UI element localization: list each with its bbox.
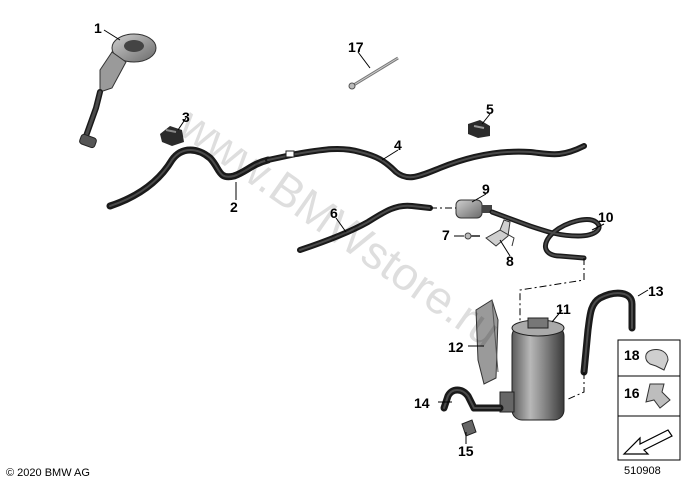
part-9-valve — [430, 199, 492, 219]
callout-18: 18 — [624, 347, 640, 363]
part-12-bracket — [475, 299, 499, 385]
leader-lines — [103, 29, 649, 444]
copyright-text: © 2020 BMW AG — [6, 467, 90, 479]
diagram-number: 510908 — [624, 465, 661, 477]
watermark: www.BMWstore.ru — [169, 97, 510, 357]
callout-14: 14 — [414, 395, 430, 411]
callout-11: 11 — [556, 301, 571, 317]
part-5-clip — [468, 120, 490, 138]
legend-18-box — [617, 339, 681, 377]
callout-7: 7 — [442, 227, 450, 243]
callout-4: 4 — [394, 137, 402, 153]
part-11-carbon-canister — [499, 317, 565, 421]
callout-15: 15 — [458, 443, 474, 459]
callout-2: 2 — [230, 199, 238, 215]
part-6-vent-line — [297, 202, 433, 253]
part-2-vent-hose — [106, 146, 272, 210]
callout-6: 6 — [330, 205, 338, 221]
part-14-short-hose — [440, 386, 504, 412]
callouts: 1 2 3 4 5 6 7 8 9 10 11 12 13 14 15 16 1… — [94, 20, 664, 459]
callout-1: 1 — [94, 20, 102, 36]
callout-9: 9 — [482, 181, 490, 197]
callout-16: 16 — [624, 385, 640, 401]
arrow-icon — [622, 429, 673, 455]
part-15-clip — [461, 419, 477, 437]
part-17-cable-tie — [348, 56, 399, 90]
callout-8: 8 — [506, 253, 514, 269]
callout-5: 5 — [486, 101, 494, 117]
part-13-hose — [565, 289, 636, 401]
callout-13: 13 — [648, 283, 664, 299]
part-4-fuel-line — [265, 143, 587, 181]
callout-12: 12 — [448, 339, 464, 355]
legend-16-box — [617, 375, 681, 417]
part-8-bracket — [485, 219, 515, 247]
part-7-screw — [464, 232, 480, 240]
part-3-clip — [160, 126, 184, 146]
callout-10: 10 — [598, 209, 614, 225]
part-10-hose-loop — [489, 209, 602, 322]
callout-17: 17 — [348, 39, 364, 55]
part-1-filler-neck — [79, 33, 157, 149]
legend-arrow-box — [617, 415, 681, 461]
callout-3: 3 — [182, 109, 190, 125]
